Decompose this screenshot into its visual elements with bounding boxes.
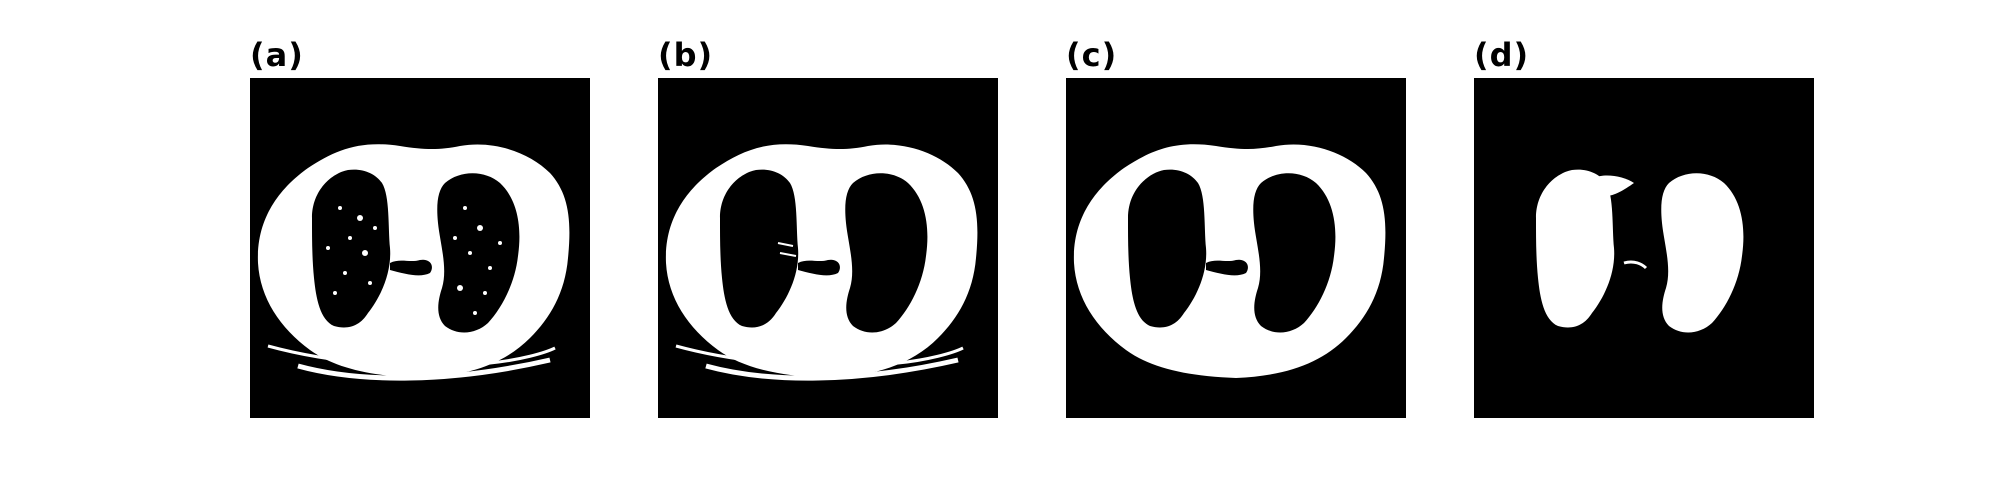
panel-label-b: (b) <box>658 36 714 74</box>
panel-label-a: (a) <box>250 36 304 74</box>
panel-b: (b) <box>658 36 998 418</box>
panel-c: (c) <box>1066 36 1406 418</box>
ct-scan-raw-threshold-icon <box>250 78 590 418</box>
panel-d: (d) <box>1474 36 1814 418</box>
ct-image-b <box>658 78 998 418</box>
ct-scan-cleaned-threshold-icon <box>658 78 998 418</box>
ct-scan-table-removed-icon <box>1066 78 1406 418</box>
panel-label-d: (d) <box>1474 36 1530 74</box>
ct-image-a <box>250 78 590 418</box>
panel-a: (a) <box>250 36 590 418</box>
ct-scan-lung-mask-icon <box>1474 78 1814 418</box>
ct-image-d <box>1474 78 1814 418</box>
ct-image-c <box>1066 78 1406 418</box>
panel-label-c: (c) <box>1066 36 1118 74</box>
